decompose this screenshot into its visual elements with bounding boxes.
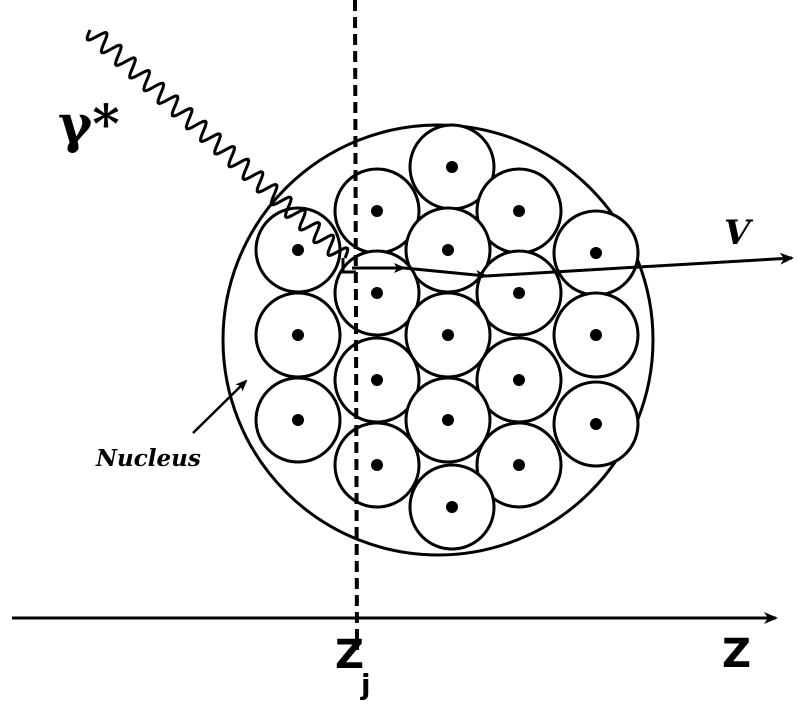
nucleon-core [371, 374, 383, 386]
nucleons-group [254, 123, 640, 551]
vector-meson-arrow [485, 252, 794, 278]
nucleon-core [513, 205, 525, 217]
nucleon-core [292, 329, 304, 341]
zj-dashed-line [353, 0, 359, 651]
nucleon-core [292, 244, 304, 256]
nucleon-core [513, 374, 525, 386]
nucleon-core [371, 459, 383, 471]
propagation-arrow-2 [403, 266, 488, 281]
nucleon-core [442, 329, 454, 341]
nucleon-core [371, 287, 383, 299]
nucleon-core [442, 244, 454, 256]
nucleon-core [590, 418, 602, 430]
nucleon-core [446, 501, 458, 513]
vector-meson-label: V [724, 213, 754, 253]
nucleon-core [292, 414, 304, 426]
nucleon-core [446, 161, 458, 173]
interaction-vertex [341, 258, 356, 274]
nucleon-core [513, 287, 525, 299]
zj-subscript-label: j [360, 668, 371, 700]
nucleon-core [590, 247, 602, 259]
nucleon-core [513, 459, 525, 471]
z-axis-label: Z [722, 631, 751, 677]
nucleus-pointer-arrow [192, 379, 248, 434]
photon-wavy-line [85, 29, 350, 259]
nucleus-boundary [221, 123, 655, 557]
photon-label: γ* [58, 94, 120, 155]
nucleon-core [371, 205, 383, 217]
nucleon-core [442, 414, 454, 426]
nucleon-core [590, 329, 602, 341]
zj-label: Z [335, 632, 364, 678]
nucleus-label: Nucleus [95, 445, 201, 472]
